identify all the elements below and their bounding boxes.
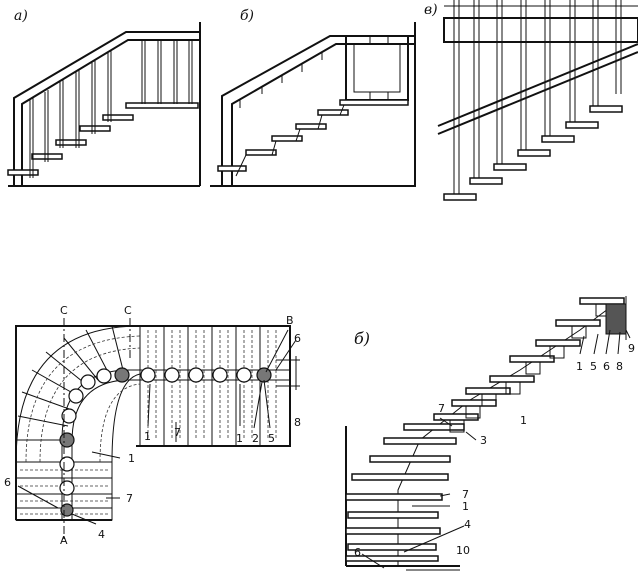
- section-callout-5: 5: [590, 360, 597, 373]
- plan-callout-1-right: 1: [236, 432, 243, 445]
- section-label: б): [354, 329, 370, 348]
- plan-callout-5: 5: [268, 432, 275, 445]
- plan-label-a: А: [60, 534, 68, 547]
- spiral-stair-section: б): [345, 296, 635, 571]
- section-callout-6-low: 6: [354, 546, 361, 559]
- panel-b-label: б): [240, 8, 254, 24]
- section-callout-1-mid: 1: [520, 414, 527, 427]
- plan-callout-4: 4: [98, 528, 105, 541]
- section-callout-1-upper: 1: [576, 360, 583, 373]
- section-callout-3: 3: [480, 434, 487, 447]
- plan-label-c-left: С: [60, 304, 68, 317]
- section-callout-6-upper: 6: [603, 360, 610, 373]
- panel-v-label: в): [424, 2, 438, 18]
- panel-a-label: а): [14, 8, 28, 24]
- plan-callout-2: 2: [252, 432, 259, 445]
- panel-b-stair-with-frame: б): [210, 8, 416, 187]
- plan-callout-6-right: 6: [294, 332, 301, 345]
- panel-a-stair-with-balusters: а): [7, 8, 201, 187]
- plan-label-c-right: С: [124, 304, 132, 317]
- plan-callout-1-curve: 1: [128, 452, 135, 465]
- section-callout-8: 8: [616, 360, 623, 373]
- curved-stair-plan: С С В 6 8 5 2 1 7 1 1 6 7 4 А: [4, 304, 301, 547]
- section-callout-9: 9: [628, 342, 635, 355]
- section-callout-4: 4: [464, 518, 471, 531]
- plan-callout-7-bottom: 7: [174, 426, 181, 439]
- plan-label-b: В: [286, 314, 294, 327]
- section-callout-10: 10: [456, 544, 470, 557]
- plan-callout-6-left: 6: [4, 476, 11, 489]
- section-callout-1-low: 1: [462, 500, 469, 513]
- plan-callout-8: 8: [294, 416, 301, 429]
- panel-v-suspended-stair: в): [424, 0, 638, 201]
- section-callout-7-top: 7: [438, 402, 445, 415]
- section-callout-7-low: 7: [462, 488, 469, 501]
- plan-callout-7-left: 7: [126, 492, 133, 505]
- plan-callout-1-mid: 1: [144, 430, 151, 443]
